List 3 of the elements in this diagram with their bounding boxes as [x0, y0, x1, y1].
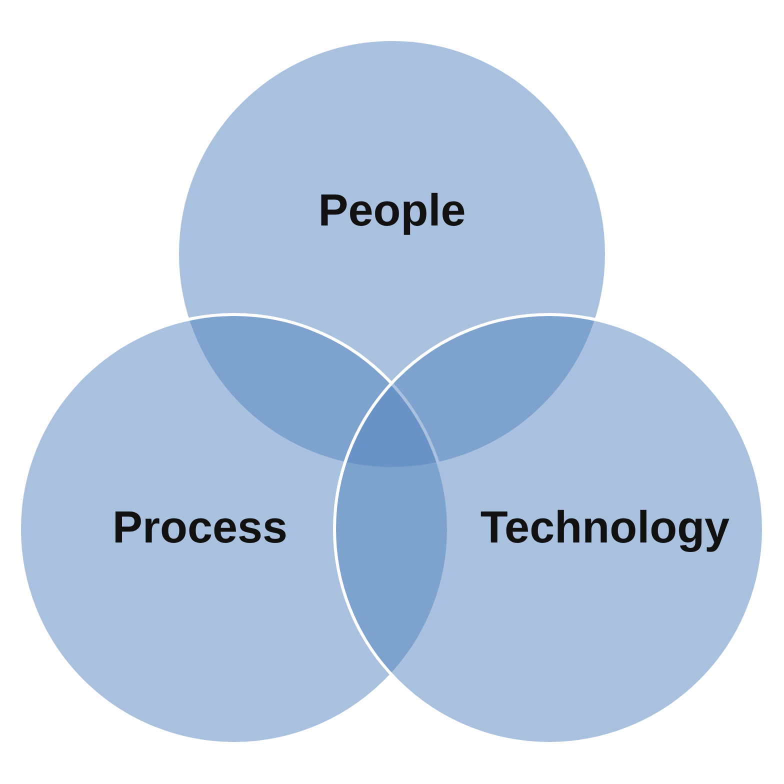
set-label: Technology: [480, 502, 730, 552]
set-label: People: [318, 185, 466, 235]
set-label: Process: [112, 502, 288, 552]
